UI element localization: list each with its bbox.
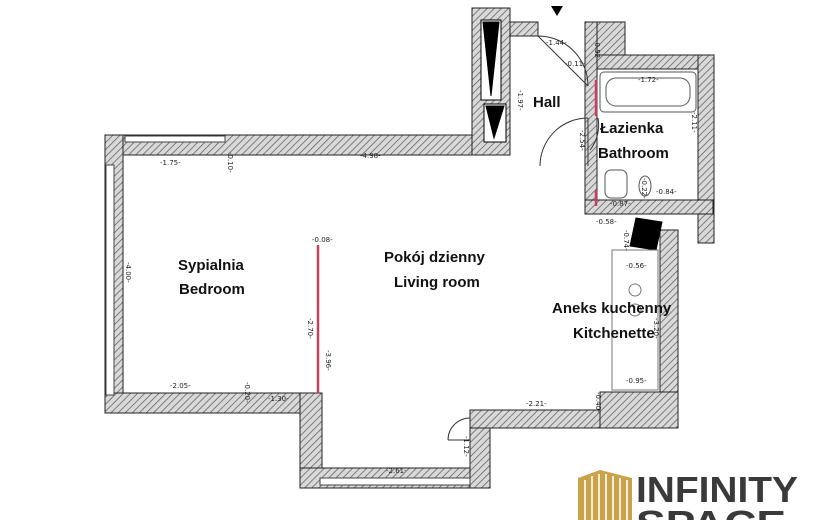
doors [447,35,600,441]
dimension-label: -3.96- [324,350,332,371]
room-labels: Hall Łazienka Bathroom Sypialnia Bedroom… [178,94,672,342]
dimension-label: -1.72- [638,76,659,84]
room-label-kitchen-en: Kitchenette [573,325,655,342]
dimension-label: -0.58- [596,218,617,226]
dimension-label: -0.20- [243,382,251,403]
dimension-label: -2.61- [386,467,407,475]
bathroom-inner-door [589,117,600,151]
wall-kitchen-bottom [599,391,679,429]
room-label-living-en: Living room [394,274,480,291]
dimension-label: -4.98- [360,152,381,160]
logo-mark-icon [578,470,632,520]
dimension-label: -1.97- [516,90,524,111]
dimension-label: -0.40- [594,392,602,413]
bathroom-fixtures [599,71,697,199]
entry-door-swing [537,35,589,87]
wall-bath-top2 [584,54,714,70]
balcony-door-swing [447,417,471,441]
dimension-label: -0.87- [610,200,631,208]
entrance-details [480,19,663,251]
dimension-label: -2.05- [170,382,191,390]
wall-bath-bottom [584,199,714,215]
room-label-kitchen-pl: Aneks kuchenny [552,300,672,317]
room-label-bedroom-pl: Sypialnia [178,257,245,274]
brand-logo: INFINITY SPACE [578,469,798,520]
dimension-label: -2.11- [690,112,698,133]
room-label-bathroom-pl: Łazienka [600,120,664,137]
dimension-label: -0.22- [640,178,648,199]
wall-bath-right [697,54,715,244]
room-label-bathroom-en: Bathroom [598,145,669,162]
dimension-label: -1.12- [462,436,470,457]
dimension-label: -0.74- [622,230,630,251]
wall-bottom-left [104,392,323,414]
wall-bottom-right [469,409,601,429]
logo-text-line2: SPACE [636,503,786,520]
windows [105,135,471,486]
dimension-label: -4.00- [124,262,132,283]
wall-entrance-stub [509,21,539,37]
dimension-label: -2.70- [306,318,314,339]
bathroom-door-swing [539,117,589,167]
dimension-label: -0.11- [565,60,586,68]
room-label-hall: Hall [533,94,561,111]
dimension-label: -1.44- [546,39,567,47]
entry-arrow-icon [551,6,563,16]
room-label-bedroom-en: Bedroom [179,281,245,298]
dimension-label: -0.10- [226,152,234,173]
dimension-label: -1.75- [160,159,181,167]
dimension-label: -2.54- [578,130,586,151]
dimension-label: -0.95- [626,377,647,385]
partitions [316,80,598,393]
dimension-label: -0.84- [656,188,677,196]
bathtub [599,71,697,113]
window-bottom [319,477,471,486]
dimension-label: -0.08- [312,236,333,244]
dimension-label: -0.52- [593,40,601,61]
window-top [124,135,226,143]
logo-text-line1: INFINITY [636,469,798,510]
washbasin [604,169,628,199]
dimension-label: -2.21- [526,400,547,408]
dimension-label: -1.30- [268,395,289,403]
dimension-label: -0.56- [626,262,647,270]
room-label-living-pl: Pokój dzienny [384,249,486,266]
dimension-labels: -1.44- -0.52- -0.11- -1.72- -1.97- -2.11… [124,39,698,475]
dimension-label: -3.20- [652,318,660,339]
window-left [105,164,115,396]
toilet [638,175,652,197]
kitchen-counter [611,249,659,391]
